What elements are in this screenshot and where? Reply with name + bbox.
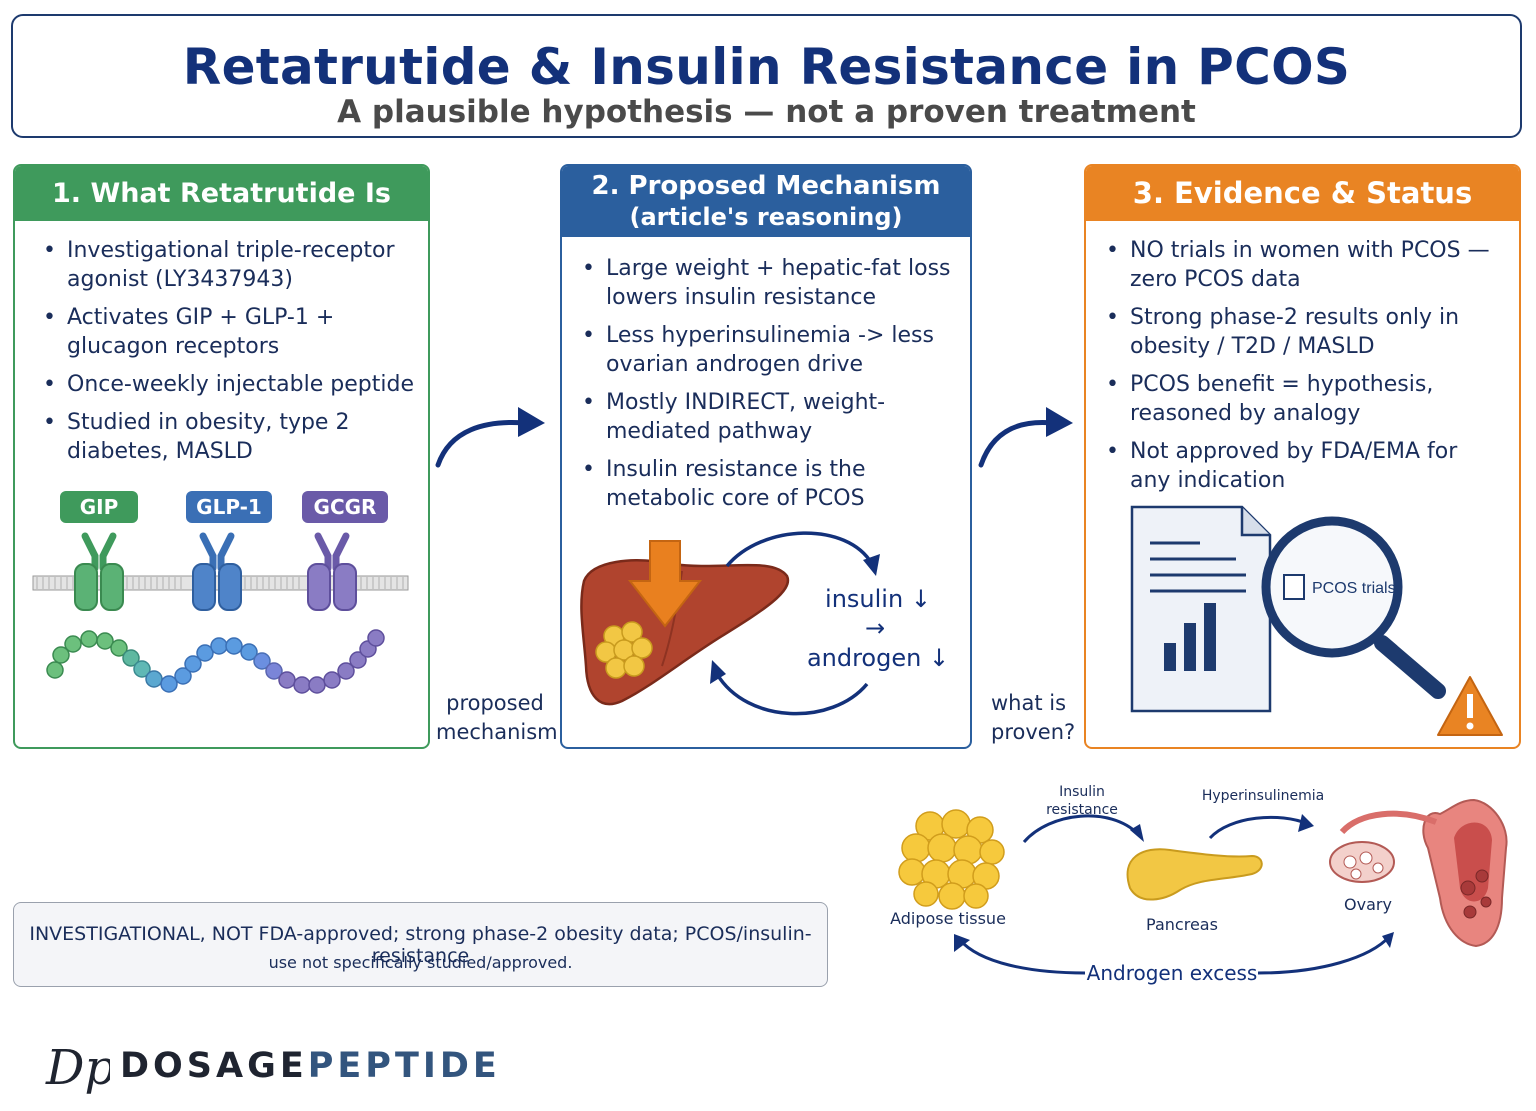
disclaimer-box: INVESTIGATIONAL, NOT FDA-approved; stron… [13,902,828,987]
panel3-bullet-list: NO trials in women with PCOS —zero PCOS … [1100,236,1510,504]
title-banner: Retatrutide & Insulin Resistance in PCOS… [11,14,1522,138]
brand-name-part1: DOSAGE [120,1046,308,1086]
arrow-androgen-to-adipose [958,938,1086,975]
panel1-heading: 1. What Retatrutide Is [15,166,428,221]
panel-proposed-mechanism: 2. Proposed Mechanism(article's reasonin… [560,164,972,749]
magnifier-label: PCOS trials [1312,580,1396,597]
document-icon [1130,505,1272,713]
pancreas-icon [1126,848,1263,901]
gip-receptor: GIP [60,491,138,611]
hyperinsulinemia-label: Hyperinsulinemia [1202,788,1324,804]
ovary-uterus-icon [1329,798,1508,948]
panel1-bullet-3: Once-weekly injectable peptide [37,370,417,399]
cycle-arrow-bottom [715,673,869,716]
flow-insulin-text: insulin ↓ [825,585,931,613]
adipose-label: Adipose tissue [890,909,1006,928]
liver-flow-illustration: insulin ↓ → androgen ↓ [580,531,949,716]
arrow-adipose-to-pancreas [1022,814,1140,843]
brand-wordmark: DOSAGEPEPTIDE [120,1046,501,1086]
gcgr-receptor: GCGR [302,491,388,611]
arrow-pancreas-to-ovary [1208,815,1309,840]
insulin-resistance-label-line1: Insulin [1059,784,1105,800]
gip-label: GIP [80,495,119,519]
gcgr-label: GCGR [314,495,377,519]
page-subtitle: A plausible hypothesis — not a proven tr… [337,94,1196,130]
evidence-illustration: PCOS trials [1130,505,1503,736]
panel-what-retatrutide-is: 1. What Retatrutide Is Investigational t… [13,164,430,749]
brand-logo-icon: Dp [45,1040,110,1096]
warning-icon [1437,676,1503,736]
insulin-resistance-label-line2: resistance [1046,802,1118,818]
panel1-bullet-2: Activates GIP + GLP-1 +glucagon receptor… [37,303,417,361]
panel3-bullet-1: NO trials in women with PCOS —zero PCOS … [1100,236,1510,294]
arrow-androgen-to-ovary [1257,934,1392,975]
receptor-membrane-illustration: GIP GLP-1 GCGR [32,491,409,694]
cycle-arrow-top [725,531,874,568]
panel3-heading: 3. Evidence & Status [1086,166,1519,221]
androgen-excess-label: Androgen excess [1087,961,1258,985]
brand-name-part2: PEPTIDE [307,1046,501,1086]
ovary-label: Ovary [1344,895,1392,914]
connector-arrow-1 [435,407,545,468]
pcos-cycle-illustration: Adipose tissue Pancreas Ovary Insulin re… [890,784,1508,985]
page-title: Retatrutide & Insulin Resistance in PCOS [182,38,1351,96]
flow-androgen-text: androgen ↓ [807,644,949,672]
hepatic-fat-icon [595,621,653,679]
disclaimer-line-2: use not specifically studied/approved. [268,953,573,972]
glp1-receptor: GLP-1 [186,491,272,611]
magnifier-icon: PCOS trials [1261,516,1446,699]
panel-evidence-status: 3. Evidence & Status NO trials in women … [1084,164,1521,749]
connector-arrow-2 [978,407,1073,468]
glp1-label: GLP-1 [196,495,262,519]
flow-arrow-text: → [865,614,885,642]
down-arrow-icon [627,540,703,628]
disclaimer-line-1: INVESTIGATIONAL, NOT FDA-approved; stron… [29,923,812,967]
panel2-bullet-3: Mostly INDIRECT, weight-mediated pathway [576,388,966,446]
brand-mark: Dp [45,1040,110,1096]
panel2-heading: 2. Proposed Mechanism(article's reasonin… [562,166,970,237]
pancreas-label: Pancreas [1146,915,1218,934]
adipose-tissue-icon [898,809,1005,910]
panel3-bullet-3: PCOS benefit = hypothesis,reasoned by an… [1100,370,1510,428]
peptide-chain-icon [46,629,385,694]
